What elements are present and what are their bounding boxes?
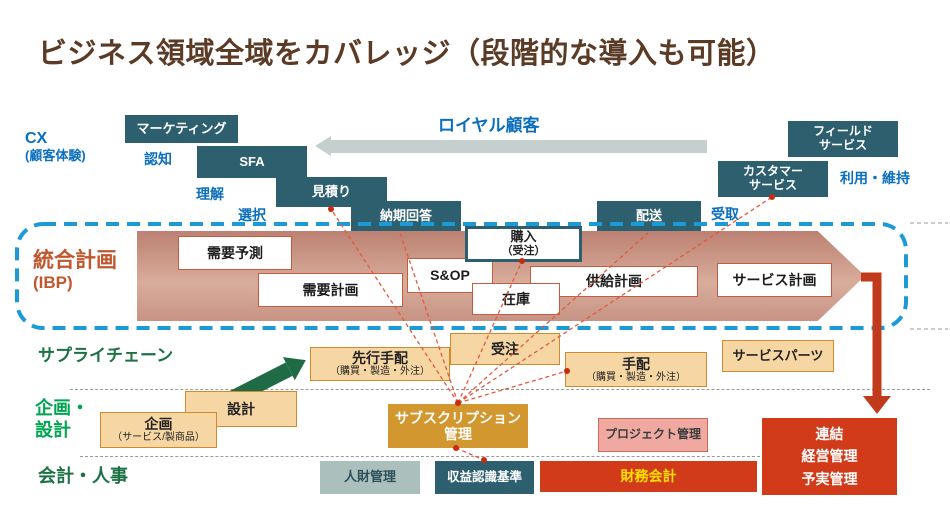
cx-label-main: CX: [25, 130, 48, 147]
purchase-line2: （受注）: [501, 245, 546, 258]
box-field-service: フィールド サービス: [788, 121, 898, 157]
box-design: 設計: [185, 391, 297, 427]
journey-use-maintain: 利用・維持: [840, 170, 910, 186]
arrange-line2: （購買・製造・外注）: [586, 371, 686, 383]
row-label-supply-chain: サプライチェーン: [38, 346, 174, 365]
plan-design-label-line2: 設計: [35, 419, 71, 440]
box-service-plan: サービス計画: [717, 263, 832, 297]
subscription-line1: サブスクリプション: [395, 409, 521, 426]
loyal-customer-arrow: [330, 140, 707, 153]
ibp-label-main: 統合計画: [33, 249, 117, 272]
advance-arrange-line2: （購買・製造・外注）: [330, 366, 430, 378]
planning-line1: 企画: [144, 416, 173, 433]
row-separator-plan-accounting: [80, 456, 760, 457]
subscription-line2: 管理: [444, 426, 472, 442]
box-project-management: プロジェクト管理: [598, 418, 708, 452]
arrange-line1: 手配: [622, 355, 650, 372]
design-label: 設計: [227, 400, 255, 417]
order-label: 受注: [491, 340, 519, 357]
customer-service-line2: サービス: [748, 178, 797, 192]
box-demand-plan: 需要計画: [258, 273, 403, 307]
box-hr-management: 人財管理: [320, 461, 420, 494]
box-financial-accounting: 財務会計: [540, 461, 757, 492]
box-customer-service: カスタマー サービス: [718, 161, 828, 197]
consolidated-line2: 経営管理: [801, 448, 858, 465]
box-inventory: 在庫: [472, 283, 560, 315]
box-arrange: 手配 （購買・製造・外注）: [565, 352, 707, 387]
consolidated-line1: 連結: [815, 425, 844, 442]
journey-understanding: 理解: [196, 186, 224, 202]
field-service-line1: フィールド: [813, 124, 873, 139]
row-label-accounting-hr: 会計・人事: [38, 466, 128, 486]
loyal-customer-arrow-head: [315, 136, 331, 156]
journey-selection: 選択: [238, 207, 266, 223]
box-sfa: SFA: [197, 146, 307, 178]
planning-line2: （サービス/製商品）: [112, 432, 205, 444]
box-subscription-management: サブスクリプション 管理: [388, 404, 528, 448]
row-label-cx: CX (顧客体験): [25, 129, 86, 164]
plan-design-label-line1: 企画・: [35, 398, 89, 418]
box-planning: 企画 （サービス/製商品）: [100, 412, 217, 448]
loyal-customer-label: ロイヤル顧客: [438, 116, 540, 135]
management-flow-arrow: [861, 272, 891, 414]
box-revenue-recognition: 収益認識基準: [435, 461, 534, 494]
box-service-parts: サービスパーツ: [722, 340, 834, 372]
box-delivery: 配送: [597, 201, 701, 231]
journey-awareness: 認知: [144, 151, 172, 167]
row-separator-supplychain-plan: [70, 389, 930, 390]
customer-service-line1: カスタマー: [742, 164, 803, 179]
box-delivery-answer: 納期回答: [351, 201, 461, 231]
journey-receipt: 受取: [711, 206, 739, 222]
box-marketing: マーケティング: [125, 115, 238, 143]
box-purchase-order: 購入 （受注）: [465, 226, 582, 262]
consolidated-line3: 予実管理: [801, 470, 858, 487]
box-consolidated-management: 連結 経営管理 予実管理: [762, 418, 897, 495]
field-service-line2: サービス: [818, 138, 867, 152]
row-label-ibp: 統合計画 (IBP): [33, 248, 117, 294]
ibp-label-sub: (IBP): [33, 273, 73, 293]
box-demand-forecast: 需要予測: [178, 236, 292, 270]
cx-label-sub: (顧客体験): [25, 148, 86, 164]
purchase-line1: 購入: [510, 229, 537, 245]
box-order: 受注: [450, 333, 560, 365]
page-title: ビジネス領域全域をカバレッジ（段階的な導入も可能）: [38, 38, 776, 70]
box-advance-arrange: 先行手配 （購買・製造・外注）: [310, 347, 450, 381]
advance-arrange-line1: 先行手配: [352, 350, 408, 367]
row-label-plan-design: 企画・ 設計: [35, 398, 89, 441]
box-quotation: 見積り: [276, 177, 387, 207]
